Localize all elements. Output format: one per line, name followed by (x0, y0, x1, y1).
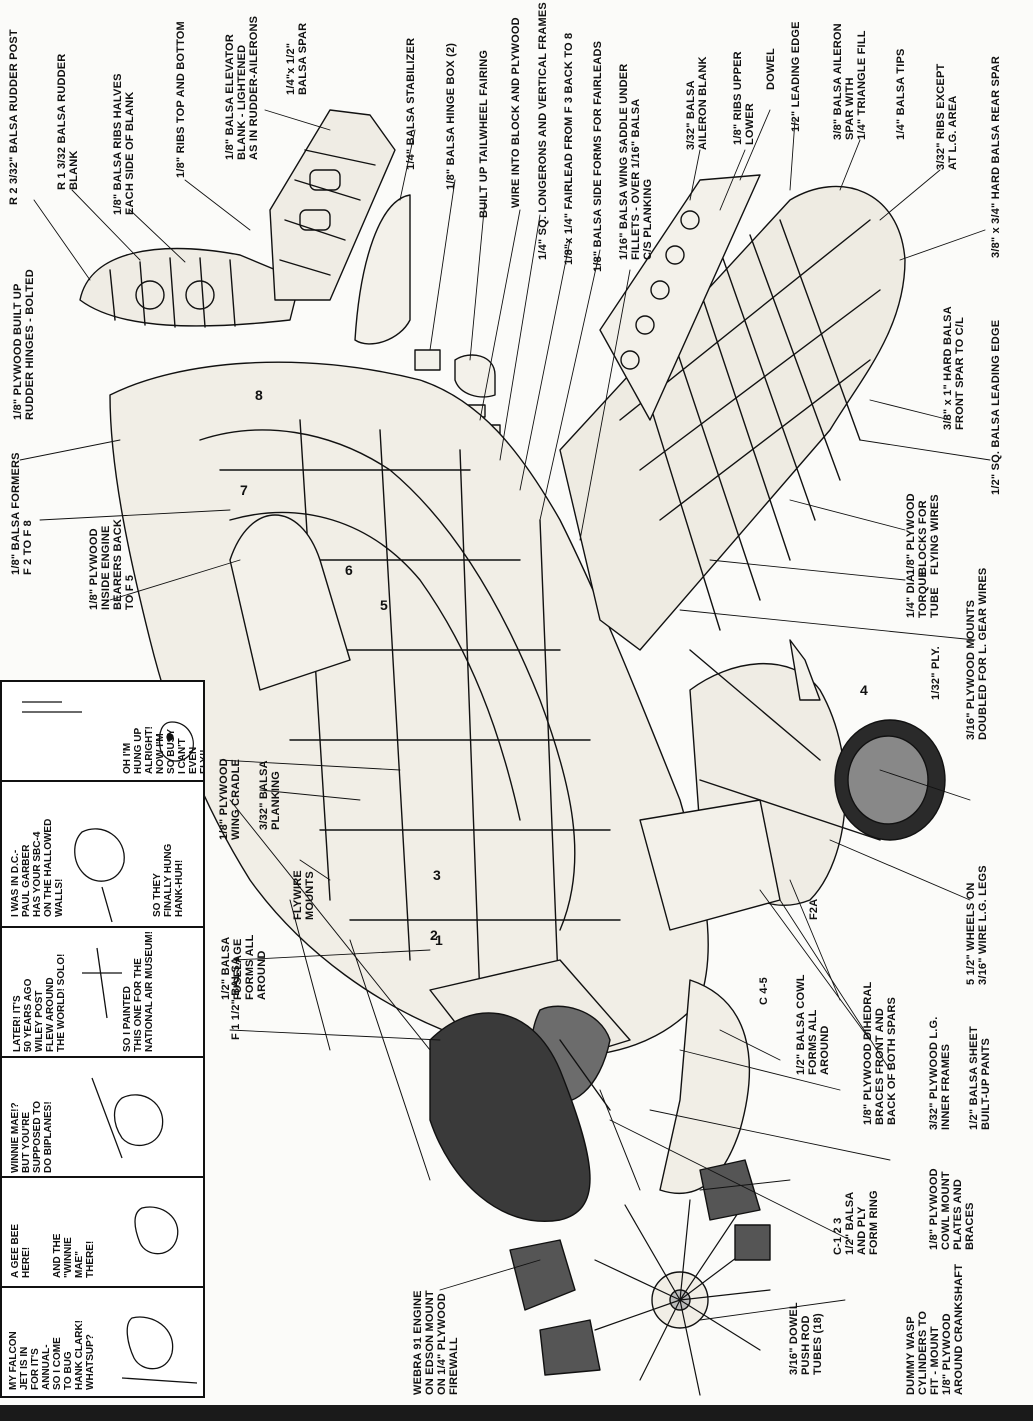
callout: BUILT UP TAILWHEEL FAIRING (478, 49, 490, 218)
callout: 3/8" BALSA AILERON SPAR WITH 1/4" TRIANG… (832, 23, 868, 140)
comic-panel: MY FALCON JET IS IN FOR IT'S ANNUAL- SO … (2, 1288, 203, 1396)
left-wing-stub (229, 514, 351, 691)
page-bottom-edge (0, 1405, 1033, 1421)
leader-lines (19, 109, 991, 1321)
callout: 1/8" BALSA HINGE BOX (2) (445, 42, 457, 190)
callout: 1/4" DIA. TORQUE TUBE (905, 569, 941, 618)
callout: 1/2" BALSA COWL FORMS ALL AROUND (795, 974, 831, 1075)
callout: 1/32" PLY. (930, 646, 942, 700)
callout: 1/8"x 1/4" FAIRLEAD FROM F 3 BACK TO 8 (563, 32, 575, 265)
callout: 1/2" BALSA FUSELAGE FORMS ALL AROUND (220, 934, 268, 1000)
elevator-part (269, 109, 396, 301)
callout: 1/4" BALSA TIPS (895, 48, 907, 140)
callout: 3/16" PLYWOOD MOUNTS DOUBLED FOR L. GEAR… (965, 567, 989, 740)
callout: 1/4"x 1/2" BALSA SPAR (285, 22, 309, 95)
callout: C 4-5 (758, 977, 770, 1005)
comic-panel: LATER! IT'S 50 YEARS AGO WILEY POST FLEW… (2, 928, 203, 1058)
callout: R 1 3/32 BALSA RUDDER BLANK (56, 53, 80, 190)
callout: 1/4" BALSA STABILIZER (405, 37, 417, 170)
stabilizer-part (354, 194, 411, 345)
callout: 1/16" BALSA WING SADDLE UNDER FILLETS - … (618, 63, 654, 260)
callout: 1/2" SQ. BALSA LEADING EDGE (990, 319, 1002, 495)
callout: 1/8" PLYWOOD COWL MOUNT PLATES AND BRACE… (928, 1168, 976, 1250)
callout: F2A (808, 898, 820, 920)
cartoon-figure (22, 701, 194, 762)
callout: 1/2" BALSA SHEET BUILT-UP PANTS (968, 1026, 992, 1130)
callout: WEBRA 91 ENGINE ON EDSON MOUNT ON 1/4" P… (412, 1290, 460, 1395)
callout: 3/8" x 1" HARD BALSA FRONT SPAR TO C/L (942, 306, 966, 430)
callout: FLYWIRE MOUNTS (292, 870, 316, 920)
comic-panel: I WAS IN D.C.- PAUL GARBER HAS YOUR SBC-… (2, 782, 203, 928)
flying-wires (229, 799, 641, 1191)
cartoon-figure (134, 1206, 179, 1255)
callout: 1/8" BALSA SIDE FORMS FOR FAIRLEADS (592, 40, 604, 272)
callout: 1/8" PLYWOOD INSIDE ENGINE BEARERS BACK … (88, 518, 136, 610)
dummy-radial-engine (509, 1159, 771, 1396)
former-number: 3 (433, 867, 441, 883)
callout: 3/32" RIBS EXCEPT AT L.G. AREA (935, 63, 959, 170)
former-number: 6 (345, 562, 353, 578)
former-number: 4 (860, 682, 868, 698)
callout: 3/32" BALSA PLANKING (258, 760, 282, 830)
cartoon-figure (91, 1077, 164, 1159)
callout: 1/8" BALSA FORMERS F 2 TO F 8 (10, 452, 34, 575)
callout: F 1 1/2" BALSA (230, 956, 242, 1040)
comic-panel: A GEE BEE HERE! AND THE "WINNIE MAE" THE… (2, 1178, 203, 1288)
callout: 1/8" PLYWOOD BUILT UP RUDDER HINGES - BO… (12, 269, 36, 420)
cartoon-figure (121, 1316, 198, 1384)
callout: 3/8" x 3/4" HARD BALSA REAR SPAR (990, 55, 1002, 258)
former-numbers: 1 2 3 4 5 6 7 8 (240, 387, 868, 948)
callout: 3/16" DOWEL PUSH ROD TUBES (18) (788, 1302, 824, 1375)
aileron-part (599, 174, 761, 421)
callout: 5 1/2" WHEELS ON 3/16" WIRE L.G. LEGS (965, 865, 989, 985)
callout: 1/8" RIBS UPPER LOWER (732, 51, 756, 145)
callout: 3/32" PLYWOOD L.G. INNER FRAMES (928, 1016, 952, 1130)
callout: 1/8" BALSA RIBS HALVES EACH SIDE OF BLAN… (112, 73, 136, 215)
callout: 1/8" RIBS TOP AND BOTTOM (175, 21, 187, 178)
comic-panel: OH I'M HUNG UP ALRIGHT! NOW I'M SO BUSY … (2, 682, 203, 782)
callout: DUMMY WASP CYLINDERS TO FIT - MOUNT 1/8"… (905, 1263, 965, 1395)
former-number: 8 (255, 387, 263, 403)
callout: 3/32" BALSA AILERON BLANK (685, 56, 709, 150)
former-number: 5 (380, 597, 388, 613)
comic-strip: OH I'M HUNG UP ALRIGHT! NOW I'M SO BUSY … (0, 680, 205, 1398)
callout: 1/8" PLYWOOD BLOCKS FOR FLYING WIRES (905, 493, 941, 575)
former-number: 2 (430, 927, 438, 943)
callout: 1/8" BALSA ELEVATOR BLANK - LIGHTENED AS… (224, 15, 260, 160)
airplane-sketch (82, 947, 122, 1019)
callout: 1/8" PLYWOOD WING CRADLE (218, 758, 242, 840)
callout: 1/2" LEADING EDGE (790, 21, 802, 132)
lower-wing (559, 185, 906, 651)
comic-panel: WINNIE MAE!? BUT YOU'RE SUPPOSED TO DO B… (2, 1058, 203, 1178)
former-number: 7 (240, 482, 248, 498)
callout: R 2 3/32" BALSA RUDDER POST (8, 29, 20, 205)
cartoon-figure (74, 828, 125, 923)
callout: WIRE INTO BLOCK AND PLYWOOD (510, 17, 522, 208)
callout: DOWEL (765, 48, 777, 90)
callout: 1/4" SQ. LONGERONS AND VERTICAL FRAMES (537, 2, 549, 260)
callout: 1/8" PLYWOOD DIHEDRAL BRACES FRONT AND B… (862, 981, 898, 1125)
former-number: 1 (435, 932, 443, 948)
callout: C-1 2 3 1/2" BALSA AND PLY FORM RING (832, 1190, 880, 1255)
